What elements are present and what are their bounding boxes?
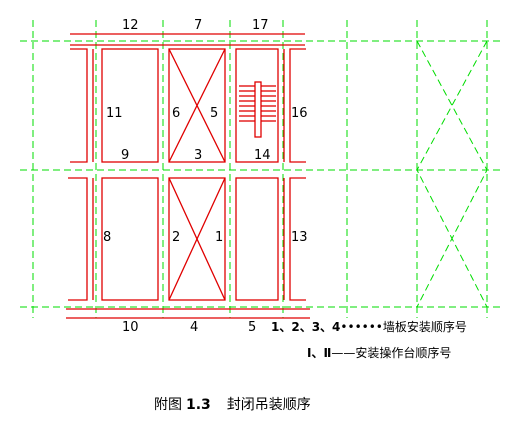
seq-label: 12 bbox=[122, 18, 139, 33]
legend: 1、2、3、4••••••墙板安装顺序号 Ⅰ、Ⅱ——安装操作台顺序号 bbox=[271, 319, 467, 360]
seq-label: 2 bbox=[172, 230, 180, 245]
legend-2-text: 安装操作台顺序号 bbox=[355, 345, 451, 360]
seq-label: 10 bbox=[122, 320, 139, 335]
rooms bbox=[101, 48, 279, 301]
seq-label: 9 bbox=[121, 148, 129, 163]
outer-walls bbox=[66, 33, 310, 319]
seq-label: 4 bbox=[190, 320, 198, 335]
legend-2-numbers: Ⅰ、Ⅱ bbox=[307, 346, 331, 360]
seq-label: 1 bbox=[215, 230, 223, 245]
legend-2-dash: —— bbox=[331, 346, 355, 360]
caption-title: 封闭吊装顺序 bbox=[227, 397, 311, 413]
grid-lines bbox=[20, 20, 500, 318]
left-wall-lower-outer bbox=[68, 177, 88, 301]
legend-1-text: 墙板安装顺序号 bbox=[383, 319, 467, 334]
legend-line-1: 1、2、3、4••••••墙板安装顺序号 bbox=[271, 319, 467, 334]
room-lower-middle bbox=[168, 177, 226, 301]
platform-cross-2 bbox=[416, 40, 488, 308]
seq-label: 6 bbox=[172, 106, 180, 121]
left-end-walls bbox=[68, 48, 94, 301]
stair-icon bbox=[239, 81, 276, 138]
seq-label: 7 bbox=[194, 18, 202, 33]
caption-number: 1.3 bbox=[186, 397, 211, 413]
seq-label: 5 bbox=[210, 106, 218, 121]
right-wall-lower-outer bbox=[289, 177, 306, 301]
seq-label: 14 bbox=[254, 148, 271, 163]
left-wall-upper-outer bbox=[70, 48, 88, 163]
room-lower-right bbox=[235, 177, 279, 301]
room-upper-middle-diagonal-b bbox=[168, 48, 226, 163]
legend-1-dots: •••••• bbox=[340, 320, 382, 334]
seq-label: 17 bbox=[252, 18, 269, 33]
legend-line-2: Ⅰ、Ⅱ——安装操作台顺序号 bbox=[307, 345, 451, 360]
seq-label: 11 bbox=[106, 106, 123, 121]
caption-prefix: 附图 bbox=[154, 397, 182, 413]
right-end-walls bbox=[283, 48, 306, 301]
platform-cross-1 bbox=[416, 40, 488, 308]
sequence-numbers: 12 7 17 11 9 6 5 3 14 16 8 2 1 13 10 4 5 bbox=[103, 18, 308, 335]
room-lower-left bbox=[101, 177, 159, 301]
room-lower-middle-diagonal-b bbox=[168, 177, 226, 301]
room-upper-left bbox=[101, 48, 159, 163]
seq-label: 8 bbox=[103, 230, 111, 245]
seq-label: 3 bbox=[194, 148, 202, 163]
stair-well bbox=[254, 81, 262, 138]
seq-label: 16 bbox=[291, 106, 308, 121]
right-wall-upper-outer bbox=[289, 48, 306, 163]
seq-label: 13 bbox=[291, 230, 308, 245]
seq-label: 5 bbox=[248, 320, 256, 335]
room-upper-right bbox=[235, 48, 279, 163]
legend-1-numbers: 1、2、3、4 bbox=[271, 320, 340, 334]
room-upper-middle bbox=[168, 48, 226, 163]
